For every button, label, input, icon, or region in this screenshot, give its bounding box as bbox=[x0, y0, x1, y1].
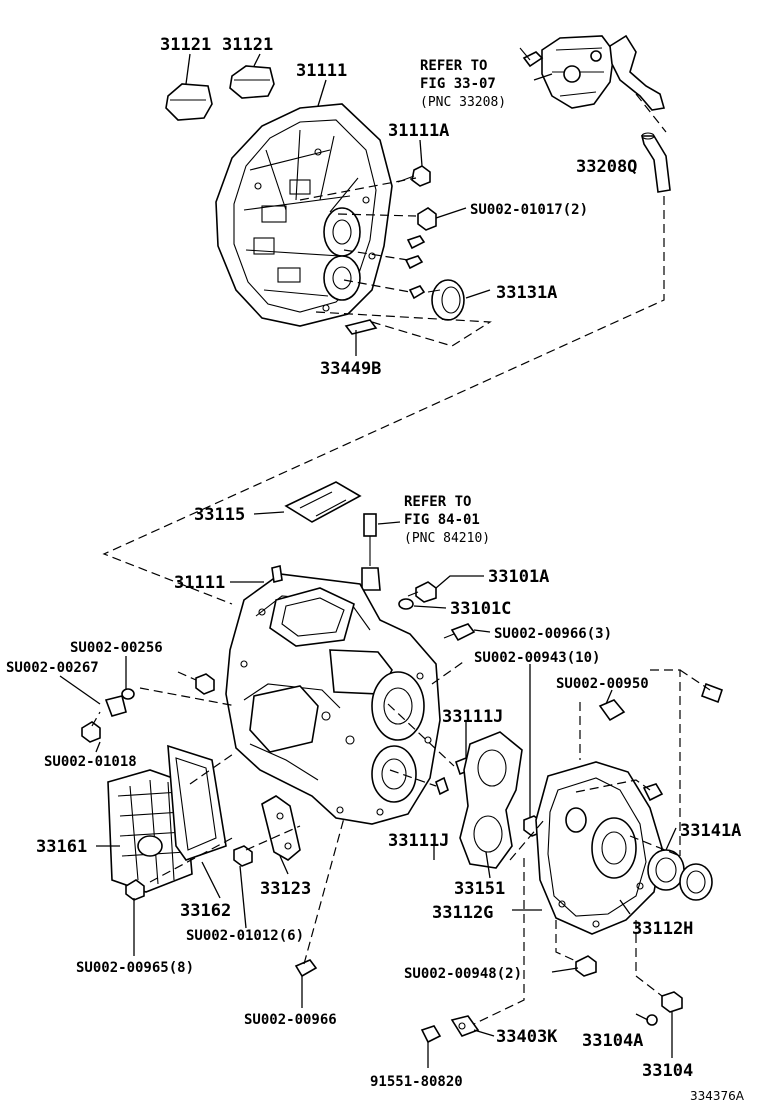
label-su002-00966: SU002-00966 bbox=[244, 1012, 337, 1028]
label-refer-84210-line1: REFER TO bbox=[404, 494, 471, 510]
label-33115: 33115 bbox=[194, 505, 245, 525]
label-31121-a: 31121 bbox=[160, 35, 211, 55]
bolt-su002-00948 bbox=[575, 955, 597, 977]
oil-seal-33131A bbox=[427, 279, 465, 321]
label-33131A: 33131A bbox=[496, 283, 557, 303]
label-su002-00950: SU002-00950 bbox=[556, 676, 649, 692]
stud-su002-00966-3 bbox=[443, 623, 476, 642]
label-su002-00948: SU002-00948(2) bbox=[404, 966, 522, 982]
label-su002-00267: SU002-00267 bbox=[6, 660, 99, 676]
bolt-su002-00966 bbox=[294, 959, 318, 978]
plug-33101A bbox=[407, 581, 437, 603]
label-33208Q: 33208Q bbox=[576, 157, 637, 177]
dowel-33111J-b bbox=[435, 776, 449, 796]
o-ring-su002-00256 bbox=[121, 688, 135, 700]
clutch-housing-top bbox=[215, 103, 393, 327]
gasket-33104A bbox=[646, 1014, 658, 1026]
label-refer-84210-line2: FIG 84-01 bbox=[404, 512, 480, 528]
label-refer-33208-line1: REFER TO bbox=[420, 58, 487, 74]
assembly-lines bbox=[91, 93, 711, 1025]
label-33449B: 33449B bbox=[320, 359, 381, 379]
figure-number: 334376A bbox=[690, 1089, 745, 1103]
gasket-33162 bbox=[167, 744, 227, 861]
sensor-84210 bbox=[361, 513, 381, 591]
bolt-su002-01012 bbox=[233, 845, 253, 867]
pad-31121-right bbox=[229, 65, 275, 99]
plug-33104 bbox=[661, 991, 683, 1013]
leader-lines bbox=[59, 53, 677, 1068]
label-33161: 33161 bbox=[36, 837, 87, 857]
pad-33115 bbox=[284, 481, 362, 523]
cover-33161 bbox=[107, 769, 193, 893]
label-31111A: 31111A bbox=[388, 121, 449, 141]
label-refer-33208-line3: (PNC 33208) bbox=[420, 95, 506, 110]
label-33112G: 33112G bbox=[432, 903, 493, 923]
bolt-case-left bbox=[195, 673, 215, 695]
fitting-su002-00267 bbox=[104, 695, 127, 717]
gasket-33151 bbox=[459, 731, 523, 869]
label-33101A: 33101A bbox=[488, 567, 549, 587]
extension-housing-33112 bbox=[535, 761, 663, 935]
label-refer-84210-line3: (PNC 84210) bbox=[404, 531, 490, 546]
label-91551-80820: 91551-80820 bbox=[370, 1074, 463, 1090]
label-33403K: 33403K bbox=[496, 1027, 558, 1047]
transmission-case-31111 bbox=[225, 565, 441, 825]
label-33141A: 33141A bbox=[680, 821, 741, 841]
pad-33449B bbox=[344, 319, 378, 335]
label-su002-01018: SU002-01018 bbox=[44, 754, 137, 770]
pad-31121-left bbox=[165, 83, 213, 121]
label-su002-01017: SU002-01017(2) bbox=[470, 202, 588, 218]
shift-lever-assembly bbox=[519, 34, 666, 111]
label-33112H: 33112H bbox=[632, 919, 693, 939]
label-su002-00965: SU002-00965(8) bbox=[76, 960, 194, 976]
oil-seal-33141A bbox=[647, 849, 713, 901]
label-31121-b: 31121 bbox=[222, 35, 273, 55]
label-su002-00943: SU002-00943(10) bbox=[474, 650, 600, 666]
bolt-su002-00965 bbox=[125, 879, 145, 901]
label-33111J-a: 33111J bbox=[442, 707, 503, 727]
label-33101C: 33101C bbox=[450, 599, 511, 619]
plate-33123 bbox=[261, 795, 301, 861]
label-33162: 33162 bbox=[180, 901, 231, 921]
bracket-33403K bbox=[450, 1015, 480, 1037]
hose-33208Q bbox=[640, 132, 671, 193]
label-su002-00966-3: SU002-00966(3) bbox=[494, 626, 612, 642]
label-31111-top: 31111 bbox=[296, 61, 347, 81]
bolt-su002-01018 bbox=[81, 721, 101, 743]
label-su002-00256: SU002-00256 bbox=[70, 640, 163, 656]
label-31111-mid: 31111 bbox=[174, 573, 225, 593]
label-33104: 33104 bbox=[642, 1061, 693, 1081]
label-33123: 33123 bbox=[260, 879, 311, 899]
o-ring-33101C bbox=[398, 598, 414, 610]
label-su002-01012: SU002-01012(6) bbox=[186, 928, 304, 944]
bolt-31111A bbox=[397, 165, 431, 187]
label-33104A: 33104A bbox=[582, 1031, 643, 1051]
label-33151: 33151 bbox=[454, 879, 505, 899]
bushing-su002-01017 bbox=[404, 207, 437, 300]
label-refer-33208-line2: FIG 33-07 bbox=[420, 76, 496, 92]
label-33111J-b: 33111J bbox=[388, 831, 449, 851]
callout-labels: 31121 31121 31111 31111A REFER TO FIG 33… bbox=[6, 35, 745, 1103]
bolt-91551-80820 bbox=[420, 1025, 442, 1044]
